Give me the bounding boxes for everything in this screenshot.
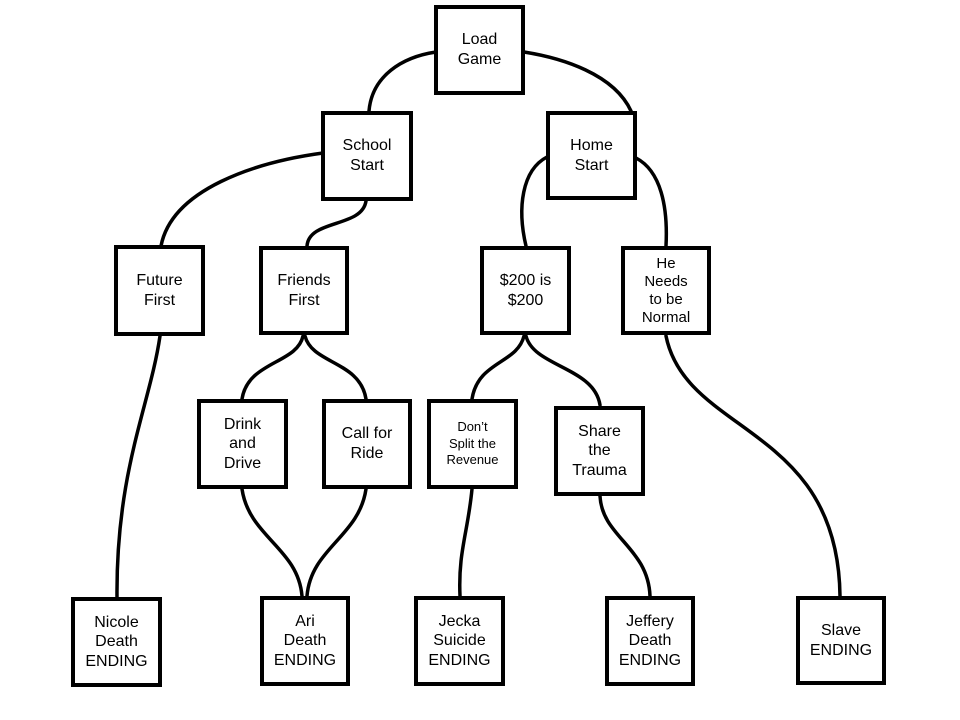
edge-load-game-school-start xyxy=(367,50,438,113)
edge-school-start-future-first xyxy=(159,151,325,248)
node-he-needs-normal[interactable]: He Needs to be Normal xyxy=(621,246,711,335)
node-call-for-ride-label: Call for Ride xyxy=(341,425,393,462)
node-load-game-label: Load Game xyxy=(457,31,502,68)
node-future-first-label: Future First xyxy=(136,271,183,309)
node-call-for-ride[interactable]: Call for Ride xyxy=(322,399,412,489)
node-friends-first-label: Friends First xyxy=(277,271,331,309)
node-home-start[interactable]: Home Start xyxy=(546,111,637,200)
node-slave-ending[interactable]: Slave ENDING xyxy=(796,596,886,685)
node-two-hundred[interactable]: $200 is $200 xyxy=(480,246,571,335)
edge-friends-first-call-for-ride xyxy=(303,334,368,401)
node-he-needs-normal-label: He Needs to be Normal xyxy=(641,254,691,326)
node-home-start-label: Home Start xyxy=(570,136,613,174)
node-load-game[interactable]: Load Game xyxy=(434,5,525,95)
node-dont-split-revenue-label: Don’t Split the Revenue xyxy=(446,418,499,468)
edge-home-start-two-hundred xyxy=(520,155,549,248)
node-share-the-trauma-label: Share the Trauma xyxy=(572,422,627,479)
node-slave-ending-label: Slave ENDING xyxy=(809,621,873,659)
node-school-start[interactable]: School Start xyxy=(321,111,413,201)
node-share-the-trauma[interactable]: Share the Trauma xyxy=(554,406,645,496)
node-jecka-suicide-ending[interactable]: Jecka Suicide ENDING xyxy=(414,596,505,686)
node-ari-death-ending-label: Ari Death ENDING xyxy=(273,612,337,669)
edge-call-for-ride-ari-death xyxy=(305,487,368,598)
node-future-first[interactable]: Future First xyxy=(114,245,205,336)
edge-future-first-nicole-death xyxy=(115,334,162,599)
edge-drink-and-drive-ari-death xyxy=(240,487,304,598)
node-nicole-death-ending[interactable]: Nicole Death ENDING xyxy=(71,597,162,687)
edge-friends-first-drink-and-drive xyxy=(240,334,305,401)
node-jeffery-death-ending-label: Jeffery Death ENDING xyxy=(618,612,682,669)
edge-two-hundred-dont-split xyxy=(470,334,526,401)
edge-share-trauma-jeffery-death xyxy=(598,494,652,598)
node-drink-and-drive[interactable]: Drink and Drive xyxy=(197,399,288,489)
node-drink-and-drive-label: Drink and Drive xyxy=(223,415,262,472)
node-dont-split-revenue[interactable]: Don’t Split the Revenue xyxy=(427,399,518,489)
edge-home-start-he-needs-normal xyxy=(634,156,669,248)
node-ari-death-ending[interactable]: Ari Death ENDING xyxy=(260,596,350,686)
node-school-start-label: School Start xyxy=(342,137,392,174)
edge-dont-split-jecka-suicide xyxy=(457,487,474,598)
node-jecka-suicide-ending-label: Jecka Suicide ENDING xyxy=(428,612,491,669)
edge-load-game-home-start xyxy=(522,50,633,113)
edge-two-hundred-share-trauma xyxy=(524,334,602,407)
node-two-hundred-label: $200 is $200 xyxy=(499,271,552,309)
edge-school-start-friends-first xyxy=(305,199,368,248)
edge-he-needs-normal-slave xyxy=(664,334,842,598)
node-nicole-death-ending-label: Nicole Death ENDING xyxy=(85,613,148,670)
node-friends-first[interactable]: Friends First xyxy=(259,246,349,335)
node-jeffery-death-ending[interactable]: Jeffery Death ENDING xyxy=(605,596,695,686)
